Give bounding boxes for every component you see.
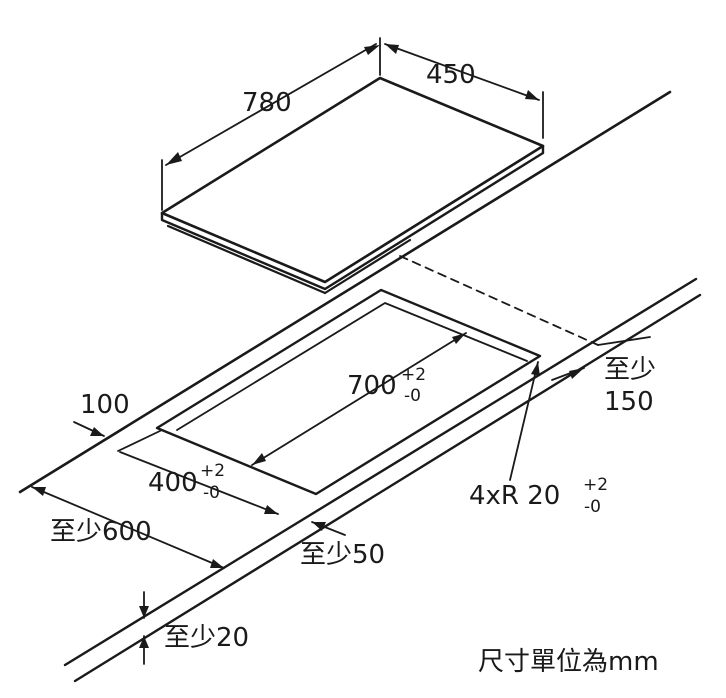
arrow-head (139, 636, 149, 648)
front-clearance-label: 至少50 (300, 540, 385, 570)
arrow-head (525, 90, 539, 100)
corner-leader (509, 361, 539, 481)
arrow-head (385, 44, 399, 54)
hidden-edge (399, 255, 599, 346)
cooktop-side-face (160, 144, 545, 291)
arrow-head (90, 427, 104, 436)
arrow-head (264, 505, 278, 514)
corner-radius-tolerance-plus: +2 (583, 475, 608, 495)
corner-radius-label: 4xR 20 (469, 481, 560, 511)
depth-dimension-line (384, 43, 540, 101)
arrow-head (210, 559, 224, 568)
cooktop-base-edge-right (323, 238, 412, 295)
units-note: 尺寸單位為mm (478, 647, 659, 677)
arrow-head (364, 45, 380, 55)
cutout-inner (176, 302, 528, 431)
cutout-width-label: 700 (347, 371, 397, 401)
arrow-head (139, 606, 149, 618)
arrow-head (452, 333, 466, 344)
cutout-outer (155, 288, 542, 496)
cutout-depth-extension (117, 429, 163, 452)
arrow-head (252, 453, 266, 465)
arrow-head (531, 362, 540, 376)
cutout-depth-dimension (119, 451, 279, 515)
cutout-width-tolerance-plus: +2 (401, 365, 426, 385)
arrow-head (569, 368, 584, 379)
cooktop-top-surface (160, 76, 545, 284)
right-clearance-extension (597, 336, 651, 346)
right-clearance-prefix: 至少 (604, 355, 656, 385)
corner-radius-tolerance-minus: -0 (584, 497, 601, 517)
thickness-label: 至少20 (164, 623, 249, 653)
left-clearance-dimension (31, 486, 225, 569)
cooktop-width-label: 780 (242, 88, 292, 118)
arrow-head (32, 487, 46, 496)
cooktop-depth-label: 450 (426, 60, 476, 90)
cutout-width-dimension (251, 332, 467, 466)
cutout-width-tolerance-minus: -0 (404, 386, 421, 406)
cooktop-base-edge (166, 224, 327, 295)
width-dimension-line (165, 43, 377, 166)
cutout-depth-tolerance-minus: -0 (203, 483, 220, 503)
arrow-head (312, 522, 326, 531)
rear-clearance-label: 100 (80, 390, 130, 420)
arrow-head (166, 152, 182, 165)
countertop-front-top-edge (63, 277, 698, 667)
cutout-depth-tolerance-plus: +2 (200, 461, 225, 481)
countertop-front-bottom-edge (73, 293, 702, 683)
cutout-depth-label: 400 (148, 468, 198, 498)
countertop-back-edge (18, 90, 672, 494)
right-clearance-value: 150 (604, 387, 654, 417)
left-clearance-label: 至少600 (50, 517, 152, 547)
